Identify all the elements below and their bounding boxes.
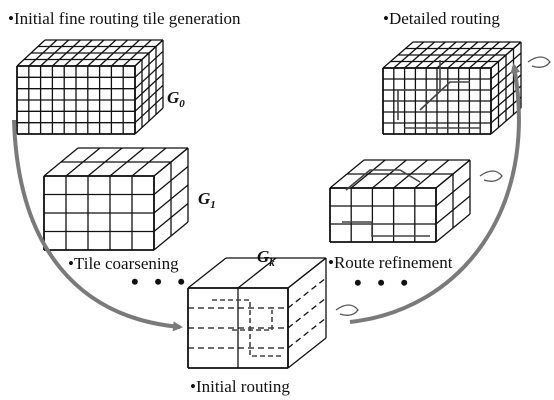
route-refinement-label: •Route refinement [328,253,453,272]
curl-arrow-detailed [527,56,551,68]
curl-arrow-gk [335,304,359,316]
gk-cube [187,257,327,369]
initial-generation-label: •Initial fine routing tile generation [8,9,241,28]
refine-cube-front-face [330,188,436,242]
detailed-route-1 [397,60,441,120]
detailed-route-3 [419,81,470,111]
coarsening-flow-arrow [12,119,183,332]
gk-route-2 [232,310,273,331]
refine-cube [329,159,471,243]
g1-cube [43,147,189,251]
detailed-cube [382,41,522,135]
g1-label: G1 [198,189,216,212]
refinement-flow-arrow [349,63,521,324]
refine-route-2 [342,221,430,237]
curl-arrow-refine [479,170,503,182]
tile-coarsening-label: •Tile coarsening [68,254,179,273]
gk-label: Gk [257,247,275,270]
initial-routing-label: •Initial routing [190,377,290,396]
detailed-routing-label: •Detailed routing [383,9,500,28]
left-ellipsis: • • • [131,269,191,294]
g0-cube [16,39,164,135]
refine-route-1 [345,169,421,191]
right-ellipsis: • • • [354,270,414,295]
g0-label: G0 [167,88,185,111]
gk-route-1 [212,299,284,357]
